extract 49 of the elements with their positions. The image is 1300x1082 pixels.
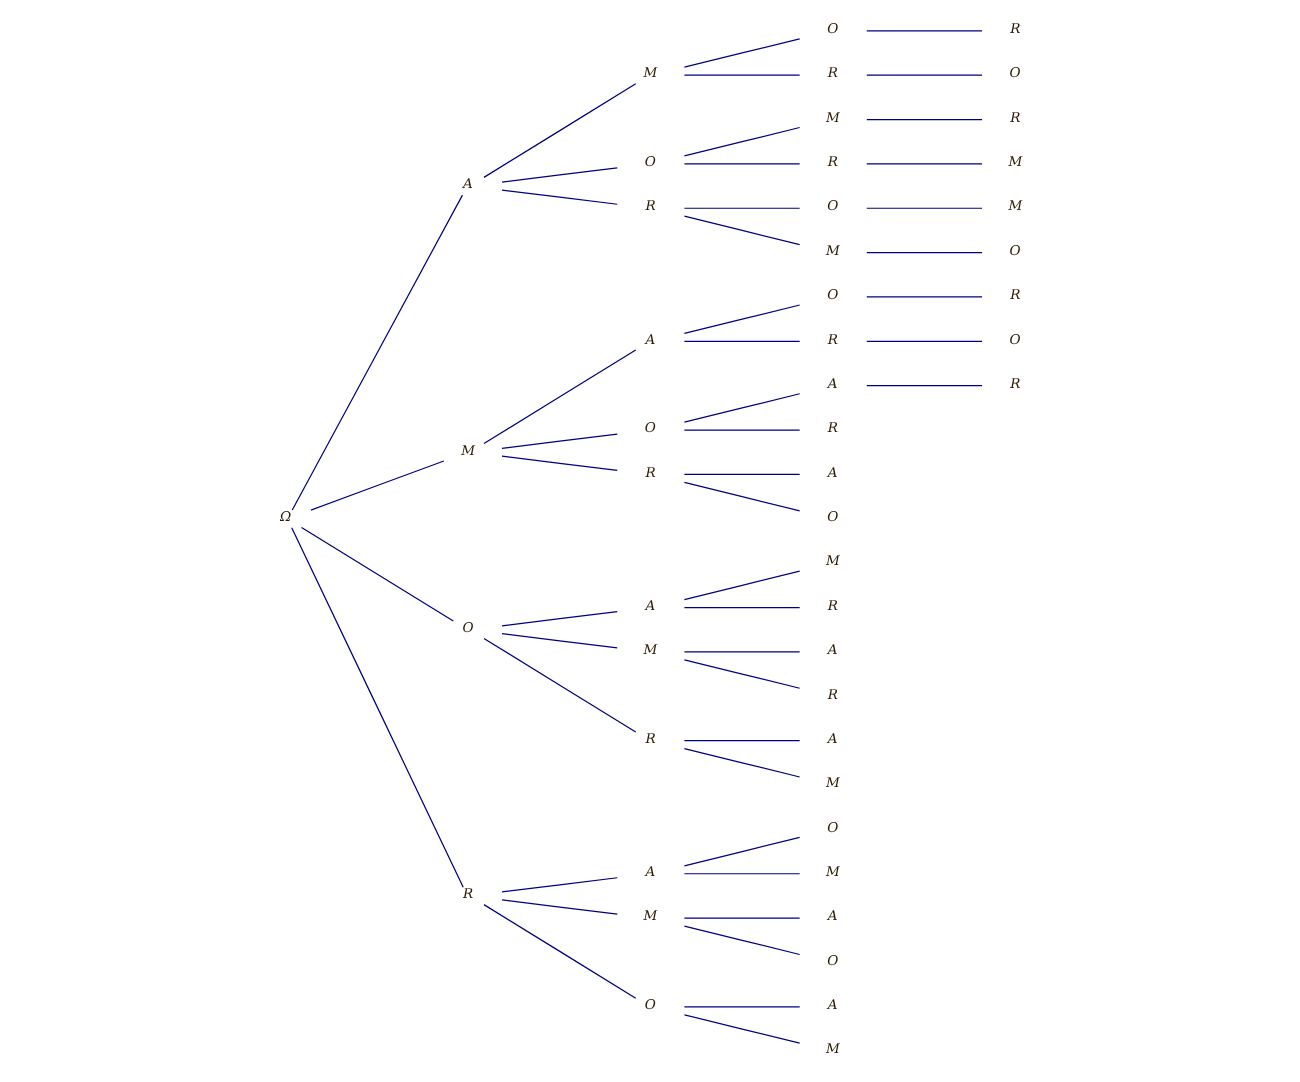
connector (682, 304, 800, 335)
connector (682, 606, 800, 609)
connector (682, 740, 800, 742)
connector (500, 610, 617, 627)
connector (682, 1006, 800, 1008)
connector (682, 215, 800, 246)
connector (682, 429, 800, 431)
connector (865, 74, 982, 76)
connector (309, 460, 444, 511)
connector (682, 651, 800, 653)
connector (682, 74, 800, 76)
connector (682, 1014, 800, 1044)
connector (682, 570, 800, 601)
connector (682, 340, 800, 342)
connector (682, 917, 800, 919)
connector (865, 340, 982, 342)
connector (682, 393, 800, 423)
connector (500, 455, 617, 472)
connector (865, 207, 982, 209)
connector (865, 163, 982, 165)
connector (865, 30, 982, 32)
connector (865, 296, 982, 298)
connector (682, 126, 800, 157)
connector (500, 433, 617, 449)
connector (865, 385, 982, 387)
connector (500, 633, 617, 649)
connector (682, 38, 800, 68)
connector (290, 194, 463, 511)
connector (482, 83, 636, 178)
connector (500, 877, 617, 893)
connector (682, 659, 800, 689)
connector (482, 349, 636, 445)
connector (682, 836, 800, 867)
connector (865, 252, 982, 254)
connector (500, 167, 617, 183)
connector (682, 925, 800, 956)
connector (482, 904, 636, 999)
connector (290, 527, 463, 888)
connector (682, 481, 800, 512)
connector (482, 637, 636, 733)
connector (682, 207, 800, 209)
connector (500, 189, 617, 205)
connector (865, 118, 982, 121)
connector (500, 899, 617, 915)
connector (682, 163, 800, 165)
connector (682, 473, 800, 476)
connector (682, 873, 800, 875)
connector (682, 747, 800, 778)
connector (299, 526, 453, 622)
